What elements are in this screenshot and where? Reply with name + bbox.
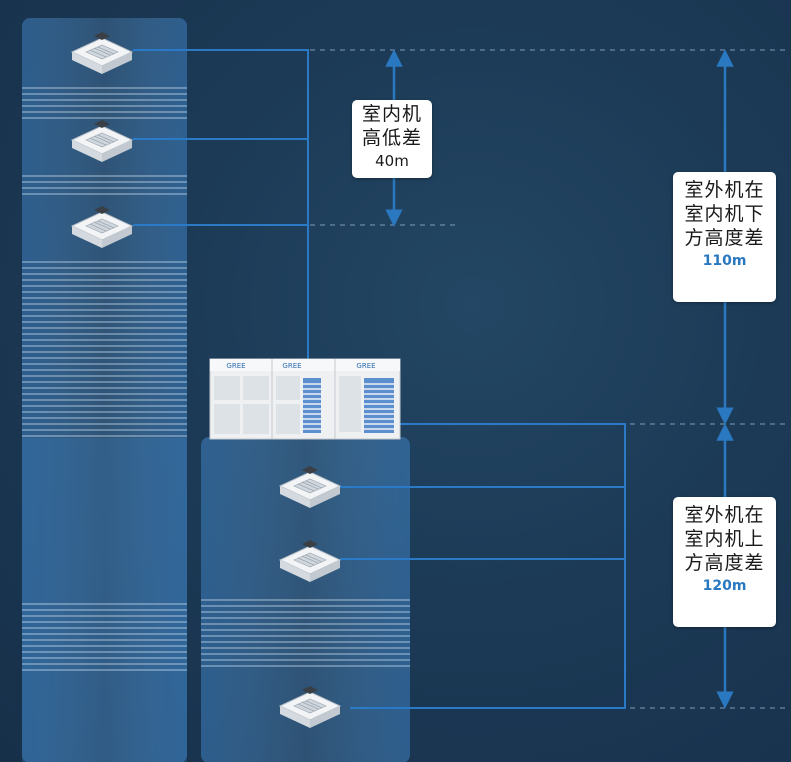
- outdoor-above-line2: 室内机上: [684, 528, 765, 550]
- indoor-diff-value: 40m: [375, 152, 409, 170]
- outdoor-below-value: 110m: [702, 253, 747, 269]
- outdoor-above-value: 120m: [702, 578, 747, 594]
- outdoor-above-label: 室外机在 室内机上 方高度差 120m: [673, 497, 776, 627]
- floor-lines-right: [201, 599, 410, 667]
- brand-label-2: GREE: [282, 362, 301, 370]
- outdoor-below-line2: 室内机下: [684, 203, 765, 225]
- refrigerant-piping: [133, 49, 626, 709]
- building-right: [201, 437, 410, 762]
- outdoor-below-label: 室外机在 室内机下 方高度差 110m: [673, 172, 776, 302]
- outdoor-below-line1: 室外机在: [684, 179, 765, 201]
- brand-label-1: GREE: [226, 362, 245, 370]
- indoor-height-diff-label: 室内机 高低差 40m: [352, 100, 432, 178]
- outdoor-below-line3: 方高度差: [684, 227, 765, 249]
- outdoor-unit: GREE GREE GREE: [209, 358, 401, 440]
- building-left: [22, 18, 187, 762]
- indoor-diff-line1: 室内机: [361, 103, 422, 125]
- outdoor-above-line1: 室外机在: [684, 504, 765, 526]
- floor-lines-left: [22, 87, 187, 671]
- indoor-diff-line2: 高低差: [361, 127, 422, 149]
- brand-label-3: GREE: [356, 362, 375, 370]
- outdoor-above-line3: 方高度差: [684, 552, 765, 574]
